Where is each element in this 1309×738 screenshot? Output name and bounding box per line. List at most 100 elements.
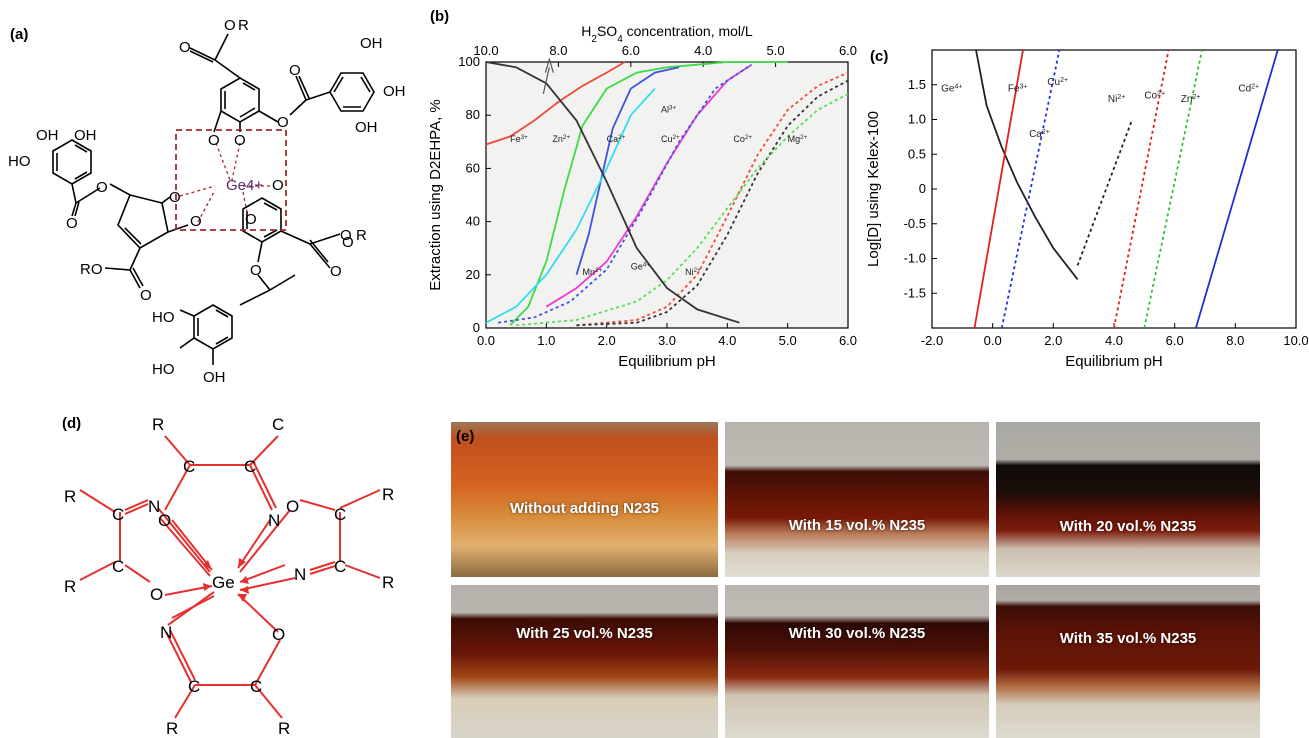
svg-text:O: O: [208, 132, 220, 149]
panel-label-b: (b): [430, 8, 450, 25]
series-line-Cd2plus: [1195, 49, 1279, 329]
svg-text:R: R: [278, 719, 290, 738]
svg-text:O: O: [272, 625, 285, 644]
svg-text:O: O: [289, 62, 301, 79]
x2-tick-label: 6.0: [622, 43, 640, 58]
svg-text:O: O: [277, 114, 289, 131]
svg-text:C: C: [334, 505, 346, 524]
y-tick-label: 40: [466, 214, 480, 229]
series-line-Zn2plus: [509, 61, 788, 326]
series-label-b: Ge4+: [631, 261, 651, 272]
svg-text:R: R: [238, 17, 249, 34]
x-tick-label: 0.0: [477, 333, 495, 348]
svg-text:O: O: [342, 234, 354, 251]
svg-text:N: N: [148, 497, 160, 516]
x-tick-label: 3.0: [658, 333, 676, 348]
series-line-Cu2plus: [1000, 49, 1061, 329]
y-tick-label: -1.5: [904, 285, 926, 300]
y-tick-label: -0.5: [904, 216, 926, 231]
ge-center-label: Ge4+: [226, 177, 263, 194]
series-line-Co2plus: [1113, 49, 1170, 329]
photo-20-vol: With 20 vol.% N235: [996, 422, 1260, 577]
svg-text:OH: OH: [203, 369, 226, 386]
svg-text:OH: OH: [74, 127, 97, 144]
svg-text:C: C: [112, 505, 124, 524]
svg-text:N: N: [294, 565, 306, 584]
x2-tick-label: 4.0: [694, 43, 712, 58]
series-line-Fe3plus: [485, 61, 626, 146]
series-label-b: Mn2+: [583, 266, 603, 277]
svg-text:O: O: [190, 213, 202, 230]
series-label-c: Ni2+: [1108, 94, 1125, 106]
series-line-Mn2plus: [497, 63, 752, 324]
panel-label-a: (a): [10, 26, 29, 43]
svg-text:N: N: [160, 623, 172, 642]
svg-text:R: R: [382, 485, 394, 504]
photo-without-n235: Without adding N235: [451, 422, 718, 577]
x-tick-label: 2.0: [598, 333, 616, 348]
panel-d-structure: R C C C O N R C N C R O Ge O C R N C R N…: [64, 415, 394, 738]
x-axis-label: Equilibrium pH: [1065, 353, 1163, 370]
series-line-Al3plus: [485, 87, 656, 324]
svg-text:HO: HO: [152, 361, 175, 378]
y-tick-label: 0: [473, 320, 480, 335]
series-label-b: Al3+: [661, 104, 677, 115]
series-label-c: Cd2+: [1238, 83, 1259, 95]
x-tick-label: 0.0: [984, 333, 1002, 348]
panel-label-e: (e): [456, 428, 475, 445]
x2-tick-label: 8.0: [549, 43, 567, 58]
svg-text:OH: OH: [360, 35, 383, 52]
panel-label-d: (d): [62, 415, 82, 432]
series-label-b: Mg2+: [788, 133, 808, 144]
svg-text:O: O: [234, 132, 246, 149]
y-axis-label: Log[D] using Kelex-100: [865, 111, 882, 267]
svg-text:O: O: [158, 511, 171, 530]
x-tick-label: 2.0: [1044, 333, 1062, 348]
svg-text:C: C: [244, 457, 256, 476]
series-line-Ca2plus: [575, 66, 680, 276]
series-line-Zn2plus: [1143, 49, 1203, 329]
x2-tick-label: 5.0: [767, 43, 785, 58]
svg-text:HO: HO: [152, 309, 175, 326]
svg-text:O: O: [245, 211, 257, 228]
y-tick-label: 100: [458, 54, 480, 69]
series-line-Mg2plus: [516, 93, 849, 327]
series-label-b: Fe3+: [510, 133, 528, 144]
svg-text:O: O: [286, 497, 299, 516]
svg-text:R: R: [382, 573, 394, 592]
svg-text:OH: OH: [383, 83, 406, 100]
svg-text:N: N: [268, 511, 280, 530]
photo-30-vol: With 30 vol.% N235: [725, 585, 989, 738]
series-line-Ge4plus: [485, 61, 740, 324]
x2-tick-label: 10.0: [473, 43, 498, 58]
photo-25-vol: With 25 vol.% N235: [451, 585, 718, 738]
x-tick-label: 6.0: [839, 333, 857, 348]
svg-text:OH: OH: [355, 119, 378, 136]
y-tick-label: 60: [466, 160, 480, 175]
x-tick-label: 8.0: [1226, 333, 1244, 348]
svg-text:C: C: [112, 557, 124, 576]
svg-text:O: O: [169, 189, 181, 206]
svg-text:R: R: [64, 577, 76, 596]
series-label-c: Ca2+: [1029, 128, 1050, 140]
photo-35-vol: With 35 vol.% N235: [996, 585, 1260, 738]
series-line-Ni2plus: [1076, 119, 1134, 266]
svg-text:C: C: [183, 457, 195, 476]
svg-text:O: O: [224, 17, 236, 34]
svg-text:O: O: [340, 227, 352, 244]
series-line-Ge4plus: [975, 49, 1079, 280]
svg-text:RO: RO: [80, 261, 103, 278]
x-tick-label: 10.0: [1283, 333, 1308, 348]
arrow-marker: [542, 67, 550, 95]
series-label-b: Co2+: [733, 133, 752, 144]
x-tick-label: 4.0: [718, 333, 736, 348]
y-tick-label: 0.5: [908, 146, 926, 161]
svg-text:O: O: [140, 287, 152, 304]
svg-text:O: O: [66, 215, 78, 232]
series-label-b: Ca2+: [607, 133, 626, 144]
series-line-Cu2plus: [545, 63, 752, 308]
series-label-c: Fe3+: [1008, 83, 1028, 95]
svg-text:R: R: [64, 487, 76, 506]
